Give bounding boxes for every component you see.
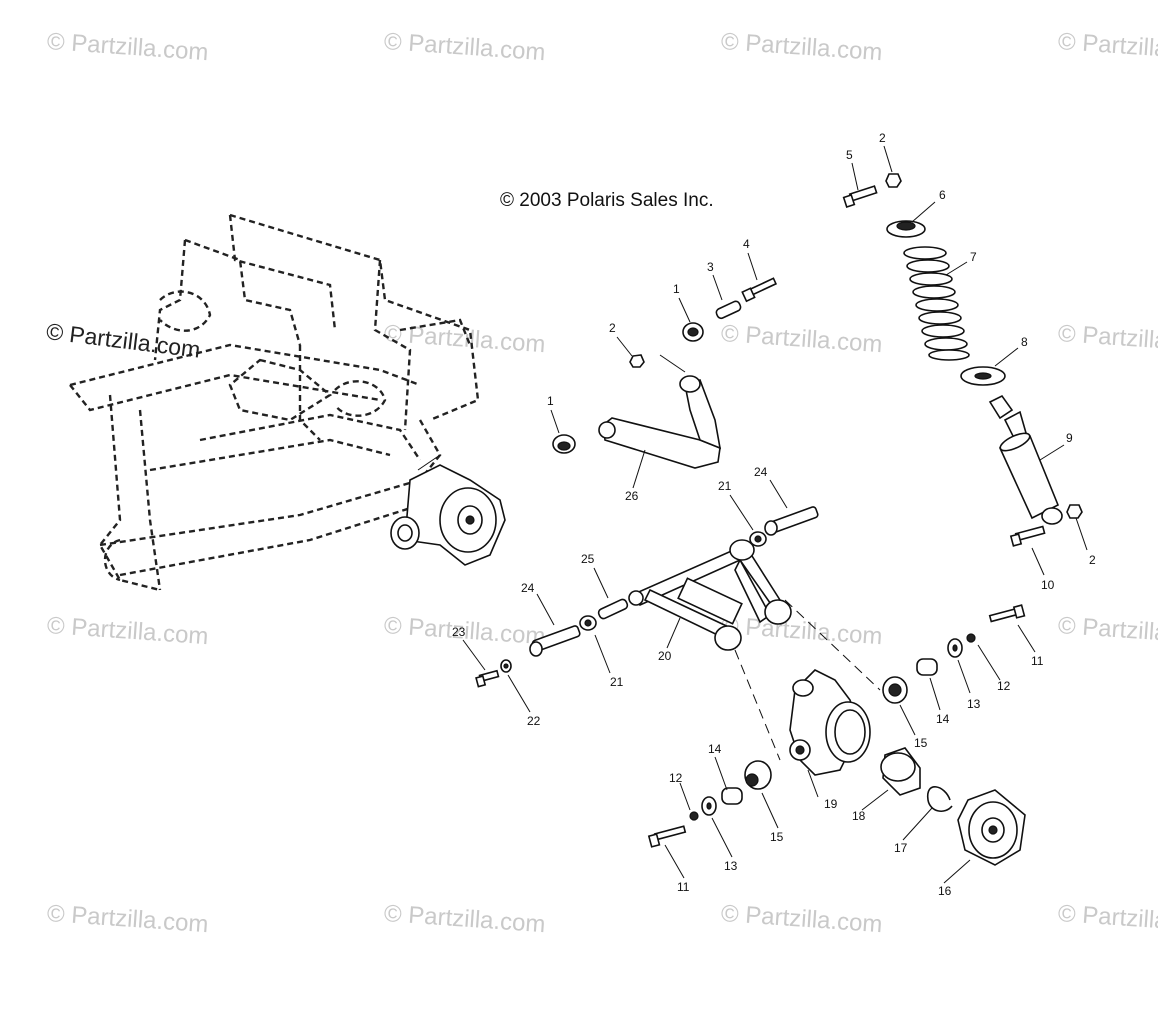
callout-2: 2 [1089,553,1096,567]
callout-22: 22 [527,714,541,728]
callout-2: 2 [609,321,616,335]
callout-3: 3 [707,260,714,274]
callout-24: 24 [521,581,535,595]
callout-7: 7 [970,250,977,264]
callout-2: 2 [879,131,886,145]
callout-25: 25 [581,552,595,566]
callout-16: 16 [938,884,952,898]
callout-24: 24 [754,465,768,479]
shock-absorber-assembly [842,173,1083,547]
callout-18: 18 [852,809,866,823]
callout-4: 4 [743,237,750,251]
callout-19: 19 [824,797,838,811]
callout-10: 10 [1041,578,1055,592]
callout-12: 12 [669,771,683,785]
mounted-hub-assembly [390,454,506,566]
callout-6: 6 [939,188,946,202]
callout-23: 23 [452,625,466,639]
callout-12: 12 [997,679,1011,693]
callout-15: 15 [770,830,784,844]
callout-13: 13 [724,859,738,873]
callout-11: 11 [1031,654,1044,668]
callout-20: 20 [658,649,672,663]
callout-13: 13 [967,697,981,711]
callout-26: 26 [625,489,639,503]
callout-9: 9 [1066,431,1073,445]
callout-15: 15 [914,736,928,750]
leader-lines [462,145,1088,884]
callout-labels: 5 2 6 7 8 9 2 10 11 12 13 14 15 1 3 4 2 … [452,131,1096,898]
knuckle-hub-assembly [647,604,1026,866]
callout-1: 1 [673,282,680,296]
lower-control-arm-assembly [475,506,881,761]
copyright-notice: © 2003 Polaris Sales Inc. [500,190,714,211]
callout-1: 1 [547,394,554,408]
callout-14: 14 [708,742,722,756]
callout-11: 11 [677,880,690,894]
callout-21: 21 [718,479,732,493]
callout-8: 8 [1021,335,1028,349]
callout-21: 21 [610,675,624,689]
callout-14: 14 [936,712,950,726]
frame-outline [69,213,480,592]
callout-17: 17 [894,841,908,855]
callout-5: 5 [846,148,853,162]
upper-control-arm-assembly [552,277,778,469]
